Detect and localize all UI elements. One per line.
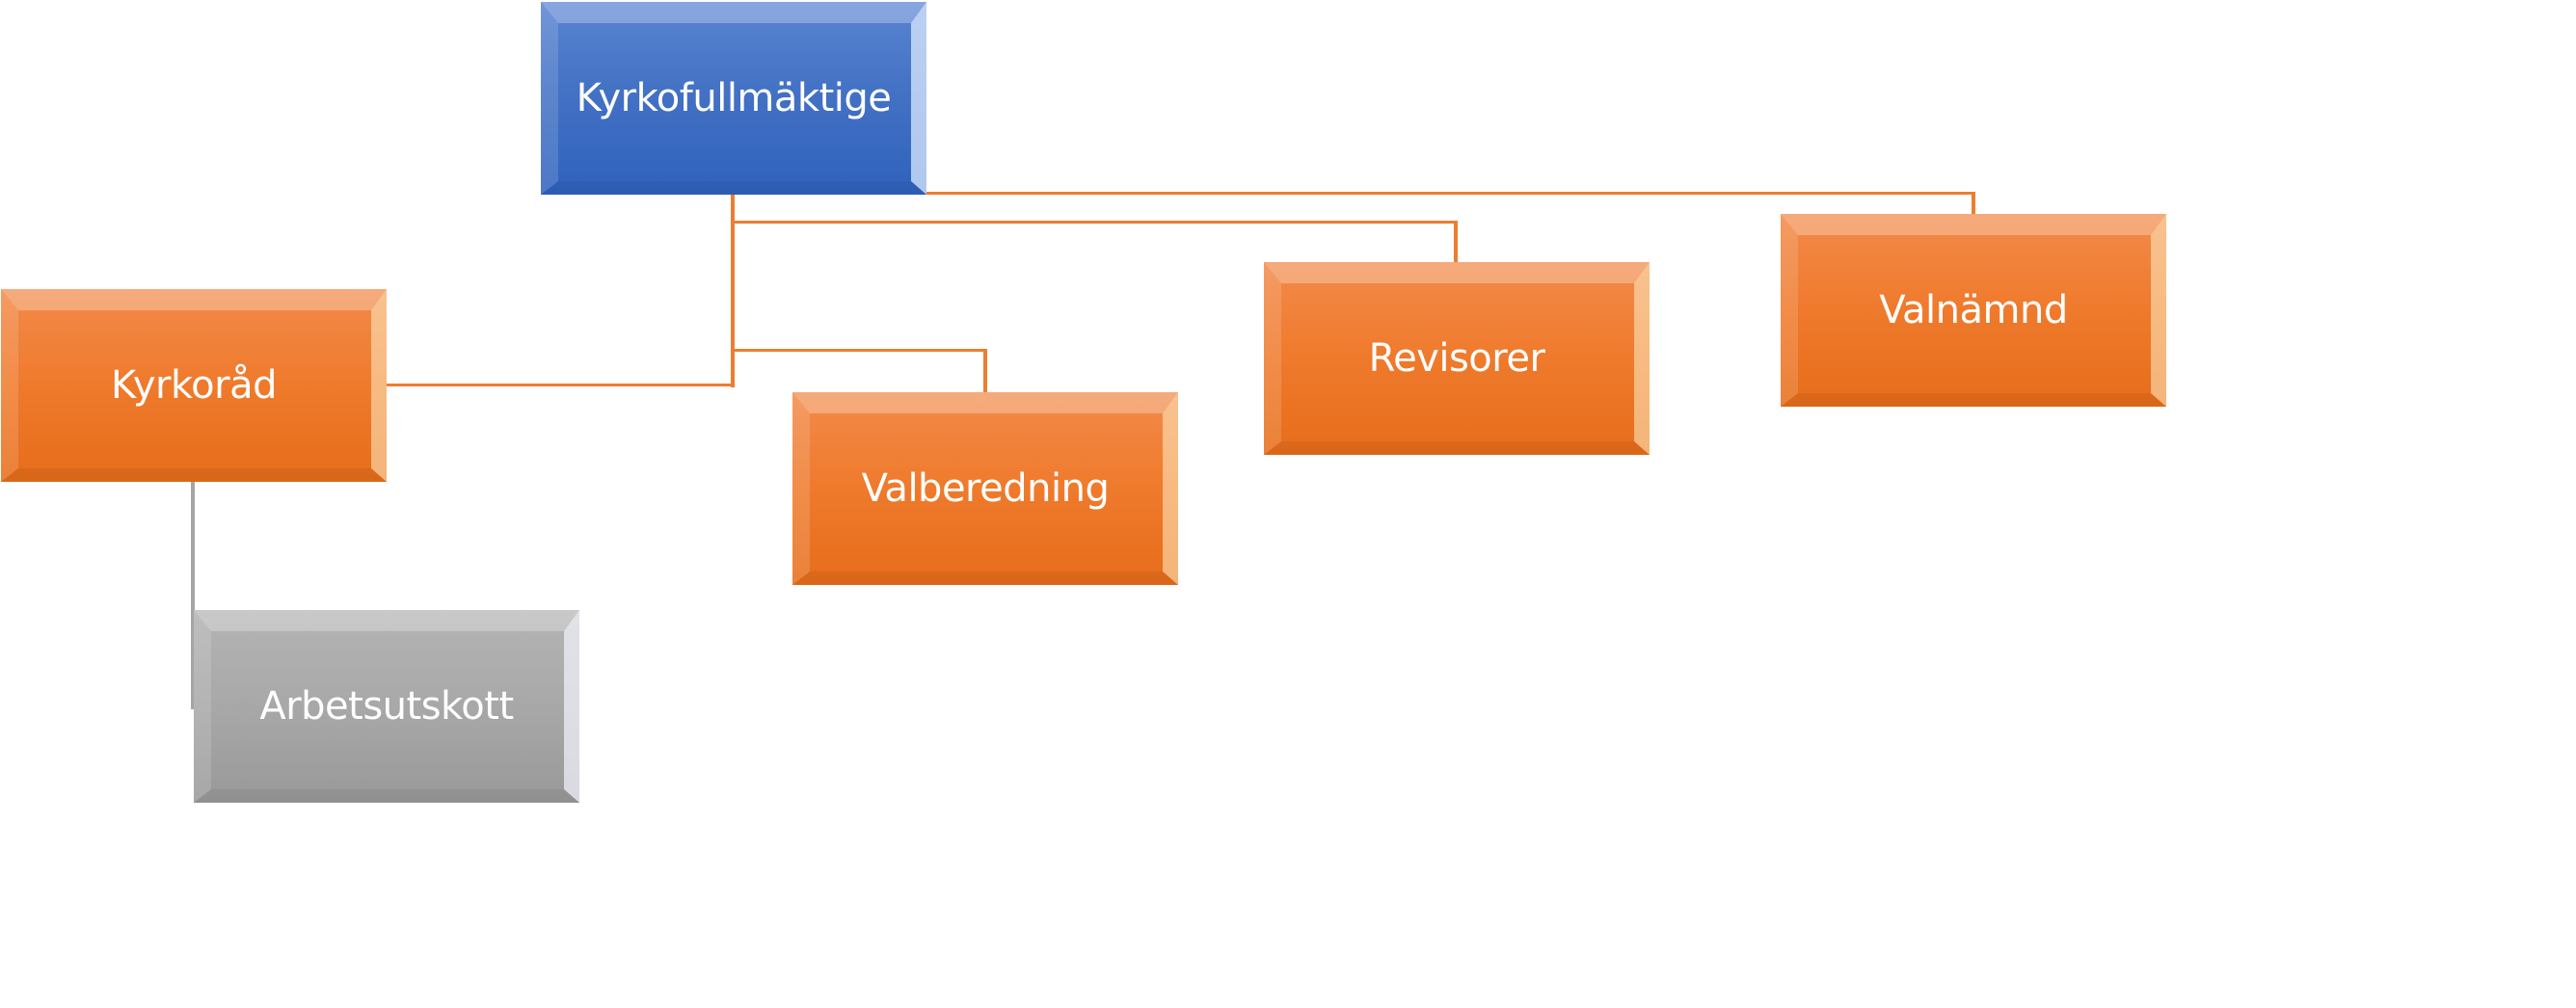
node-label: Valnämnd xyxy=(1879,288,2068,332)
connector-to-kyrkorad xyxy=(386,384,735,386)
connector-to-valnamnd-horizontal xyxy=(731,192,1975,195)
node-label: Arbetsutskott xyxy=(259,684,514,729)
connector-to-valnamnd-drop xyxy=(1972,192,1975,215)
connector-to-revisorer-drop xyxy=(1454,221,1458,263)
node-label: Revisorer xyxy=(1368,336,1545,381)
connector-trunk xyxy=(731,192,735,387)
connector-to-valberedning-horizontal xyxy=(731,349,987,352)
connector-to-arbetsutskott xyxy=(191,482,195,709)
node-label: Kyrkofullmäktige xyxy=(576,76,892,120)
node-revisorer[interactable]: Revisorer xyxy=(1264,262,1650,455)
node-valnamnd[interactable]: Valnämnd xyxy=(1781,214,2166,407)
connector-to-revisorer-horizontal xyxy=(731,221,1458,224)
node-arbetsutskott[interactable]: Arbetsutskott xyxy=(194,610,579,803)
node-label: Valberedning xyxy=(861,466,1110,511)
node-kyrkorad[interactable]: Kyrkoråd xyxy=(1,289,387,482)
node-label: Kyrkoråd xyxy=(111,363,278,408)
node-kyrkofullmaktige[interactable]: Kyrkofullmäktige xyxy=(541,2,926,195)
node-valberedning[interactable]: Valberedning xyxy=(792,392,1178,585)
connector-to-valberedning-drop xyxy=(983,349,987,393)
